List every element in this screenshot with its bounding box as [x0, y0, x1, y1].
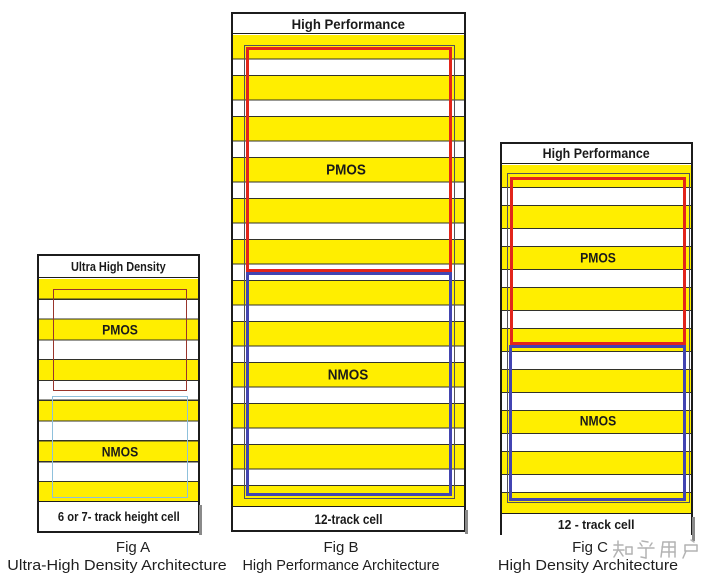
fig-a-nmos-region-outline — [52, 396, 188, 498]
fig-c-footer-shadow — [692, 517, 695, 541]
fig-a-pmos-label: PMOS — [100, 323, 140, 338]
fig-a-footer-label: 6 or 7- track height cell — [39, 501, 198, 531]
fig-a-nmos-label-text: NMOS — [101, 444, 139, 460]
fig-b-caption: Fig B — [323, 539, 359, 556]
fig-b-header-label: High Performance — [233, 14, 464, 34]
zhihu-user-watermark — [612, 539, 705, 561]
fig-c-pmos-region-outline — [510, 177, 686, 345]
fig-c-nmos-region-outline — [509, 345, 686, 501]
fig-a-pmos-label-text: PMOS — [102, 322, 138, 338]
fig-c-pmos-label-text: PMOS — [580, 250, 616, 266]
fig-a-footer-label-text: 6 or 7- track height cell — [57, 509, 180, 524]
fig-c-footer-label-text: 12 - track cell — [558, 517, 635, 532]
fig-b-footer-label: 12-track cell — [233, 506, 464, 530]
fig-b-nmos-region-outline — [246, 272, 452, 496]
fig-c-track-stripes — [502, 165, 691, 513]
fig-a-caption: Fig A — [115, 539, 151, 556]
fig-b-cell-diagram: High Performance PMOS NMOS 12-track cell — [231, 12, 468, 534]
watermark-glyphs-svg — [612, 539, 698, 559]
fig-b-pmos-label-text: PMOS — [326, 161, 366, 179]
watermark-strokes — [612, 539, 698, 559]
fig-b-subcaption: High Performance Architecture — [242, 557, 440, 574]
fig-b-footer-label-text: 12-track cell — [314, 510, 383, 527]
fig-c-nmos-label: NMOS — [578, 414, 619, 429]
fig-c-cell-diagram: High Performance PMOS NMOS 12 - track ce… — [500, 142, 695, 541]
fig-c-pmos-label: PMOS — [578, 251, 618, 266]
fig-b-footer-shadow — [465, 510, 468, 534]
fig-b-pmos-region-outline — [246, 47, 452, 272]
fig-c-header-label: High Performance — [502, 144, 691, 164]
fig-c-header-label-text: High Performance — [543, 146, 650, 161]
fig-a-cell-diagram: Ultra High Density PMOS NMOS 6 or 7- tra… — [37, 254, 202, 535]
fig-a-header-label-text: Ultra High Density — [71, 259, 166, 274]
fig-c-caption: Fig C — [572, 539, 608, 556]
fig-a-header-label: Ultra High Density — [39, 256, 198, 278]
fig-a-nmos-label: NMOS — [100, 445, 141, 460]
fig-c-cell-frame-outline — [506, 172, 690, 503]
fig-c-nmos-label-text: NMOS — [579, 413, 617, 429]
fig-a-footer-shadow — [199, 505, 202, 535]
fig-b-nmos-label-text: NMOS — [327, 366, 369, 384]
fig-b-cell-frame-outline — [243, 44, 455, 499]
fig-b-header-label-text: High Performance — [291, 15, 406, 32]
fig-c-footer-label: 12 - track cell — [502, 513, 691, 535]
fig-b-nmos-label: NMOS — [326, 367, 371, 384]
fig-a-subcaption: Ultra-High Density Architecture — [7, 557, 227, 574]
fig-c-subcaption: High Density Architecture — [497, 557, 679, 574]
fig-b-pmos-label: PMOS — [324, 162, 368, 179]
fig-a-pmos-region-outline — [53, 289, 187, 391]
